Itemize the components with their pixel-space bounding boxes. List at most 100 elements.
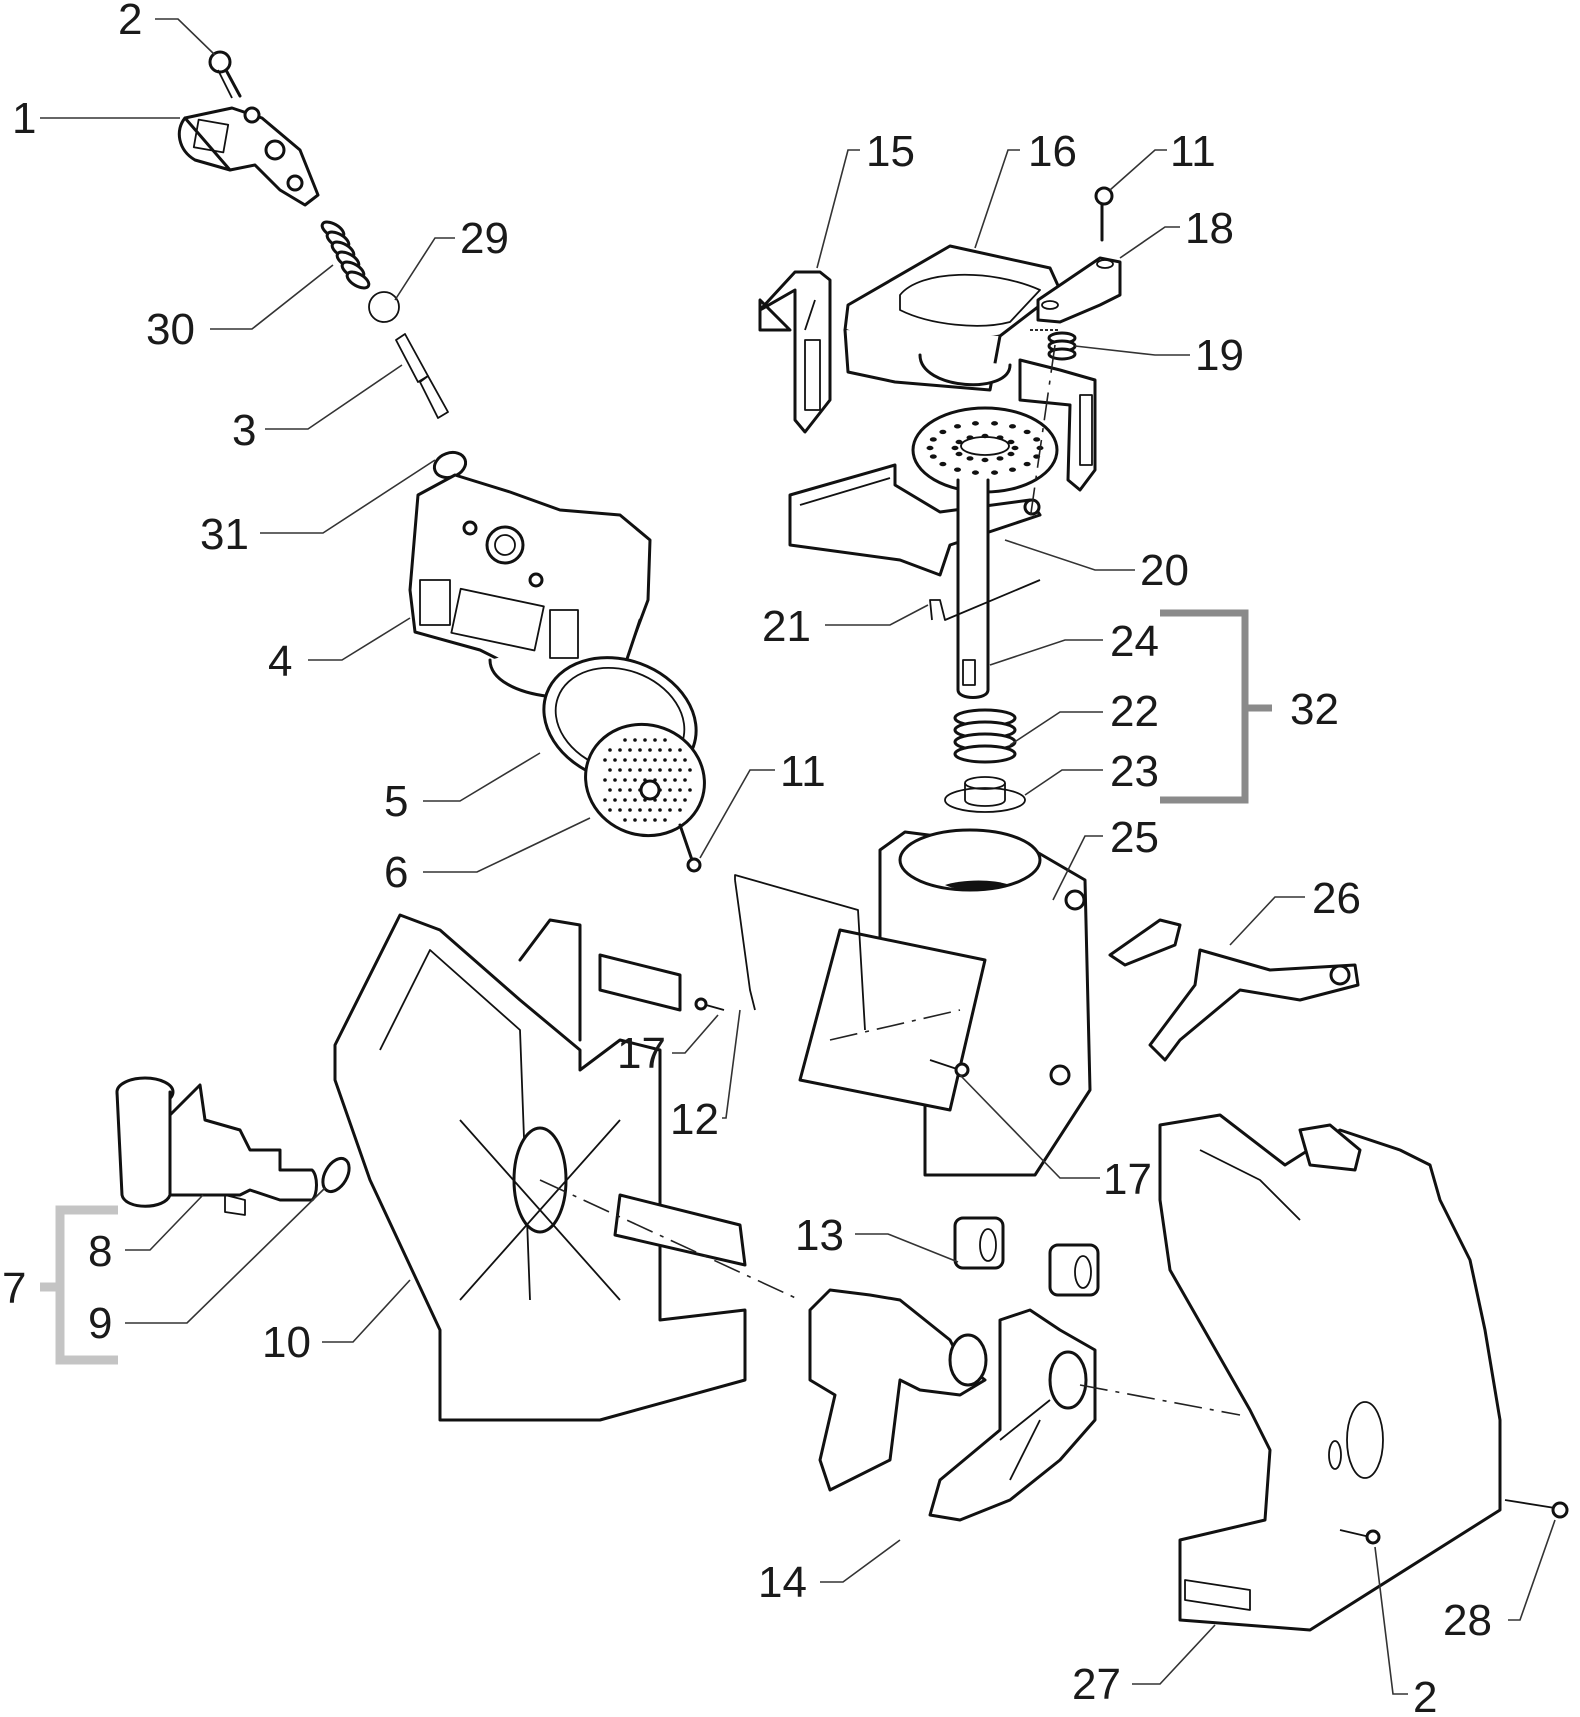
disc-perforation xyxy=(996,435,1004,440)
disc-perforation xyxy=(929,437,937,442)
filter-perforation xyxy=(663,798,667,802)
leader-16 xyxy=(974,149,1020,249)
part-lever-link-26 xyxy=(1108,918,1360,1062)
part-wire-bail-12 xyxy=(734,874,866,1031)
filter-perforation xyxy=(623,798,627,802)
disc-perforation xyxy=(1033,437,1041,442)
part-clip-21 xyxy=(929,579,1041,621)
part-ball-29 xyxy=(368,291,400,323)
callout-13: 13 xyxy=(795,1211,844,1260)
disc-perforation xyxy=(996,456,1004,461)
part-oring-9 xyxy=(321,1156,351,1194)
filter-perforation xyxy=(643,818,647,822)
disc-perforation xyxy=(971,421,979,426)
leader-15 xyxy=(816,149,860,269)
filter-perforation xyxy=(613,798,617,802)
part-nut-13-left xyxy=(953,1216,1005,1270)
filter-perforation xyxy=(603,798,607,802)
filter-perforation xyxy=(638,808,642,812)
filter-perforation xyxy=(663,778,667,782)
callout-2-top: 2 xyxy=(118,0,142,44)
disc-perforation xyxy=(971,470,979,475)
part-valve-body-1 xyxy=(177,106,320,207)
part-nut-13-right xyxy=(1048,1243,1100,1297)
filter-perforation xyxy=(668,788,672,792)
filter-perforation xyxy=(623,758,627,762)
leader-2-top xyxy=(155,18,216,56)
leader-19 xyxy=(1074,345,1190,356)
leader-13 xyxy=(855,1233,959,1263)
callout-23: 23 xyxy=(1110,747,1159,796)
filter-perforation xyxy=(688,768,692,772)
part-gear-crank-14 xyxy=(808,1288,1097,1522)
part-shaft-24 xyxy=(956,478,990,699)
callout-29: 29 xyxy=(460,214,509,263)
part-outlet-fitting-8 xyxy=(115,1076,318,1216)
assembly-axis-lever xyxy=(1029,344,1056,521)
disc-perforation xyxy=(951,445,959,451)
filter-perforation xyxy=(668,808,672,812)
part-screw-2-bottom xyxy=(1339,1529,1381,1545)
filter-perforation xyxy=(638,748,642,752)
leader-23 xyxy=(1024,769,1103,796)
part-spring-19 xyxy=(1030,329,1077,361)
leader-24 xyxy=(989,639,1103,666)
filter-perforation xyxy=(678,788,682,792)
disc-perforation xyxy=(1023,461,1031,467)
disc-perforation xyxy=(966,435,974,440)
filter-perforation xyxy=(648,748,652,752)
leader-3 xyxy=(265,364,403,430)
leader-lines xyxy=(40,18,1556,1695)
leader-25 xyxy=(1052,835,1103,901)
leader-27 xyxy=(1132,1624,1216,1685)
filter-perforation xyxy=(663,758,667,762)
callout-31: 31 xyxy=(200,510,249,559)
filter-perforation xyxy=(618,808,622,812)
leader-2-bottom xyxy=(1374,1546,1408,1695)
disc-perforation xyxy=(991,470,999,475)
filter-perforation xyxy=(643,758,647,762)
leader-17-left xyxy=(672,1014,719,1054)
filter-perforation xyxy=(673,778,677,782)
part-lever-18 xyxy=(1036,256,1122,324)
callout-19: 19 xyxy=(1195,331,1244,380)
disc-perforation xyxy=(955,439,963,445)
filter-perforation xyxy=(628,748,632,752)
filter-perforation xyxy=(648,808,652,812)
callout-27: 27 xyxy=(1072,1660,1121,1709)
disc-perforation xyxy=(1011,445,1019,451)
leader-9 xyxy=(125,1187,326,1324)
part-pin-3 xyxy=(395,333,449,419)
disc-perforation xyxy=(981,457,989,463)
callout-11-top: 11 xyxy=(1170,127,1216,176)
leader-11-middle xyxy=(699,769,775,859)
group-bracket-32 xyxy=(1160,609,1272,804)
callout-20: 20 xyxy=(1140,546,1189,595)
filter-perforation xyxy=(668,768,672,772)
callout-4: 4 xyxy=(268,637,292,686)
callout-28: 28 xyxy=(1443,1596,1492,1645)
filter-perforation xyxy=(603,778,607,782)
leader-20 xyxy=(1004,539,1135,571)
callout-labels: 2 1 29 30 3 31 4 5 6 11 15 16 11 18 19 2… xyxy=(2,0,1492,1717)
filter-perforation xyxy=(673,758,677,762)
filter-perforation xyxy=(638,768,642,772)
part-screw-2-top xyxy=(208,50,242,99)
callout-26: 26 xyxy=(1312,874,1361,923)
leader-11-top xyxy=(1109,149,1167,191)
callout-12: 12 xyxy=(670,1095,719,1144)
disc-perforation xyxy=(1009,424,1016,429)
callout-22: 22 xyxy=(1110,687,1159,736)
callout-8: 8 xyxy=(88,1227,112,1276)
disc-perforation xyxy=(955,451,963,457)
callout-24: 24 xyxy=(1110,617,1159,666)
leader-31 xyxy=(260,459,436,534)
filter-perforation xyxy=(613,778,617,782)
disc-perforation xyxy=(939,461,947,467)
part-spring-22 xyxy=(953,708,1017,764)
part-perforated-disc xyxy=(911,406,1059,494)
filter-perforation xyxy=(613,758,617,762)
part-slider-15 xyxy=(758,270,832,434)
disc-perforation xyxy=(966,456,974,461)
filter-perforation xyxy=(658,748,662,752)
